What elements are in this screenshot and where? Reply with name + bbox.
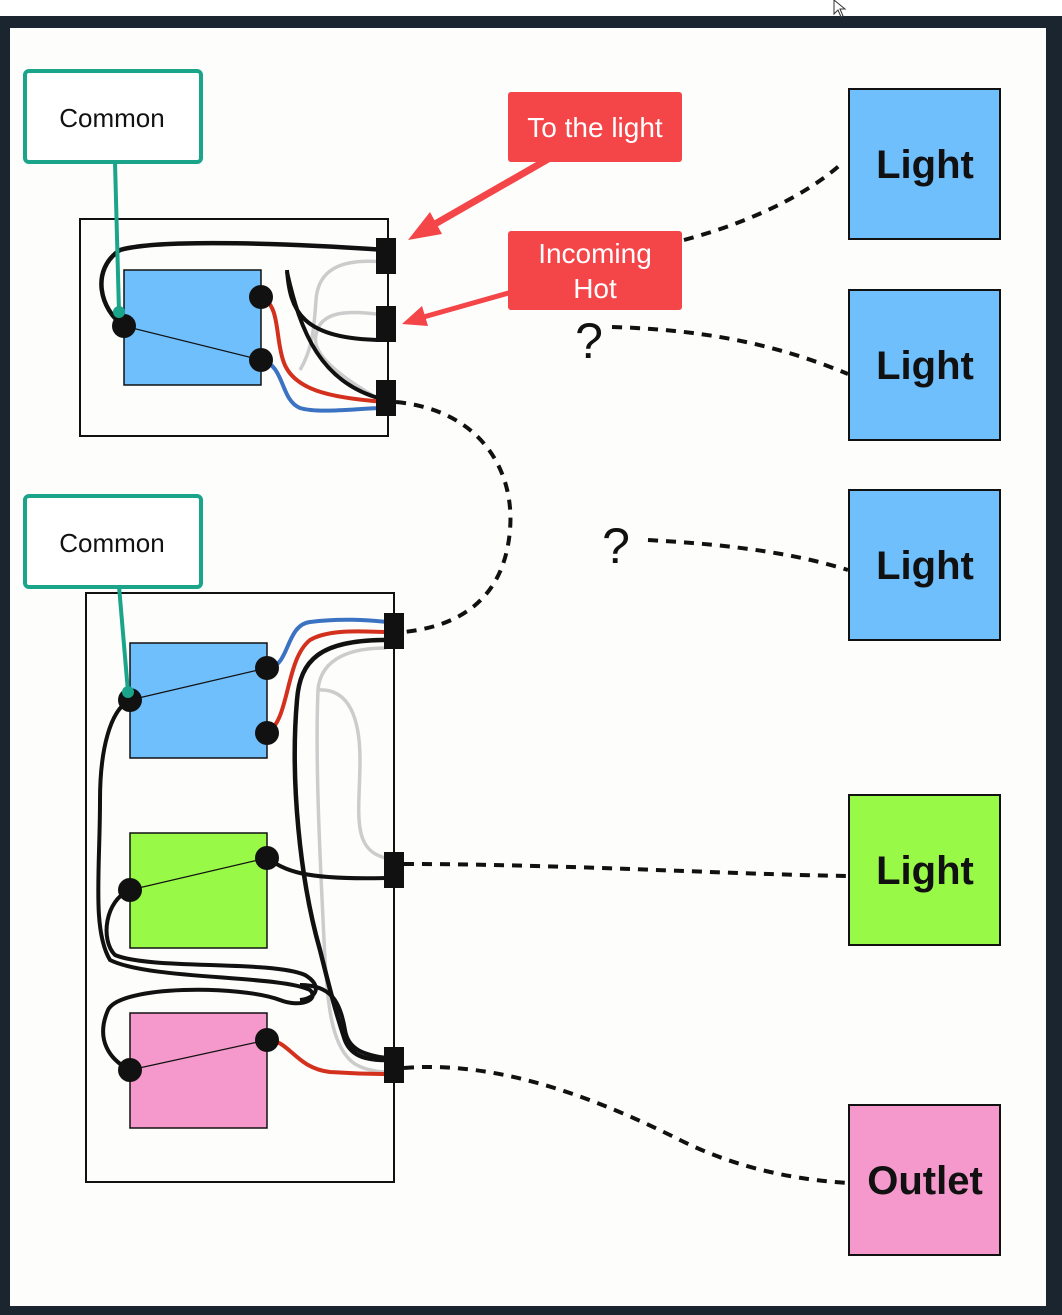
incoming-hot-arrow: [419, 289, 513, 321]
light-box-2-label: Light: [876, 344, 974, 388]
outlet-box-label: Outlet: [867, 1159, 983, 1203]
light-box-green: [848, 794, 1001, 946]
bottom-blue-wire: [266, 617, 387, 670]
top-black-wire-3: [285, 271, 387, 402]
incoming-hot-label-line2: Hot: [573, 273, 617, 304]
green-toggle-line: [129, 857, 268, 891]
common-bottom-label: Common: [59, 528, 164, 558]
top-switch-toggle-line: [123, 325, 262, 361]
blue-toggle-line: [129, 667, 268, 701]
bottom-black-wire-pink: [299, 983, 387, 1060]
to-the-light-arrow: [426, 154, 552, 232]
common-bottom-pointer: [117, 585, 130, 693]
to-the-light-callout-box: [508, 92, 682, 162]
top-switch-blue: [123, 269, 262, 386]
bottom-black-wire-main: [292, 637, 387, 1063]
bottom-connector-3: [384, 1047, 404, 1083]
incoming-hot-callout-box: [508, 231, 682, 310]
top-terminal-1: [249, 285, 273, 309]
outlet-box: [848, 1104, 1001, 1256]
light-box-3: [848, 489, 1001, 641]
light-box-green-label: Light: [876, 849, 974, 893]
bottom-red-wire: [265, 629, 387, 735]
blue-terminal-2: [255, 721, 279, 745]
pink-terminal: [255, 1028, 279, 1052]
blue-terminal-1: [255, 656, 279, 680]
green-common-terminal: [118, 878, 142, 902]
mouse-pointer-icon: [833, 0, 847, 18]
pink-toggle-line: [129, 1039, 268, 1071]
top-black-wire-loop: [99, 240, 387, 328]
bottom-red-wire-pink: [266, 1038, 391, 1076]
top-connector-3: [376, 380, 396, 416]
top-connector-1: [376, 238, 396, 274]
common-bottom-callout-box: [23, 494, 203, 589]
common-bottom-pointer-dot: [122, 686, 134, 698]
dashed-run-light-3: [647, 538, 849, 572]
bottom-connector-2: [384, 852, 404, 888]
common-top-pointer-dot: [113, 306, 125, 318]
top-common-terminal: [112, 314, 136, 338]
green-terminal: [255, 846, 279, 870]
top-connector-2: [376, 306, 396, 342]
question-mark-1: ?: [575, 313, 603, 369]
common-top-pointer: [113, 161, 121, 313]
dashed-run-light-green: [403, 862, 849, 878]
dashed-run-light-2: [611, 325, 849, 376]
to-the-light-label: To the light: [527, 112, 663, 143]
bottom-gray-wire: [315, 646, 387, 1074]
common-top-label: Common: [59, 103, 164, 133]
question-mark-2: ?: [602, 518, 630, 574]
incoming-hot-label-line1: Incoming: [538, 238, 652, 269]
dashed-run-light-1: [683, 163, 842, 242]
incoming-hot-arrowhead: [402, 306, 428, 326]
bottom-connector-1: [384, 613, 404, 649]
bottom-switch-blue: [129, 642, 268, 759]
top-terminal-2: [249, 348, 273, 372]
bottom-switch-pink: [129, 1012, 268, 1129]
light-box-1: [848, 88, 1001, 240]
top-gray-wire: [298, 259, 385, 397]
light-box-1-label: Light: [876, 143, 974, 187]
pink-common-terminal: [118, 1058, 142, 1082]
bottom-switch-green: [129, 832, 268, 949]
top-red-wire: [259, 295, 387, 404]
top-blue-wire: [260, 358, 387, 413]
common-top-callout-box: [23, 69, 203, 164]
bottom-black-wire-loop-1: [96, 698, 315, 1072]
to-the-light-arrowhead: [408, 212, 442, 240]
light-box-2: [848, 289, 1001, 441]
dashed-run-outlet: [403, 1065, 849, 1185]
light-box-3-label: Light: [876, 544, 974, 588]
